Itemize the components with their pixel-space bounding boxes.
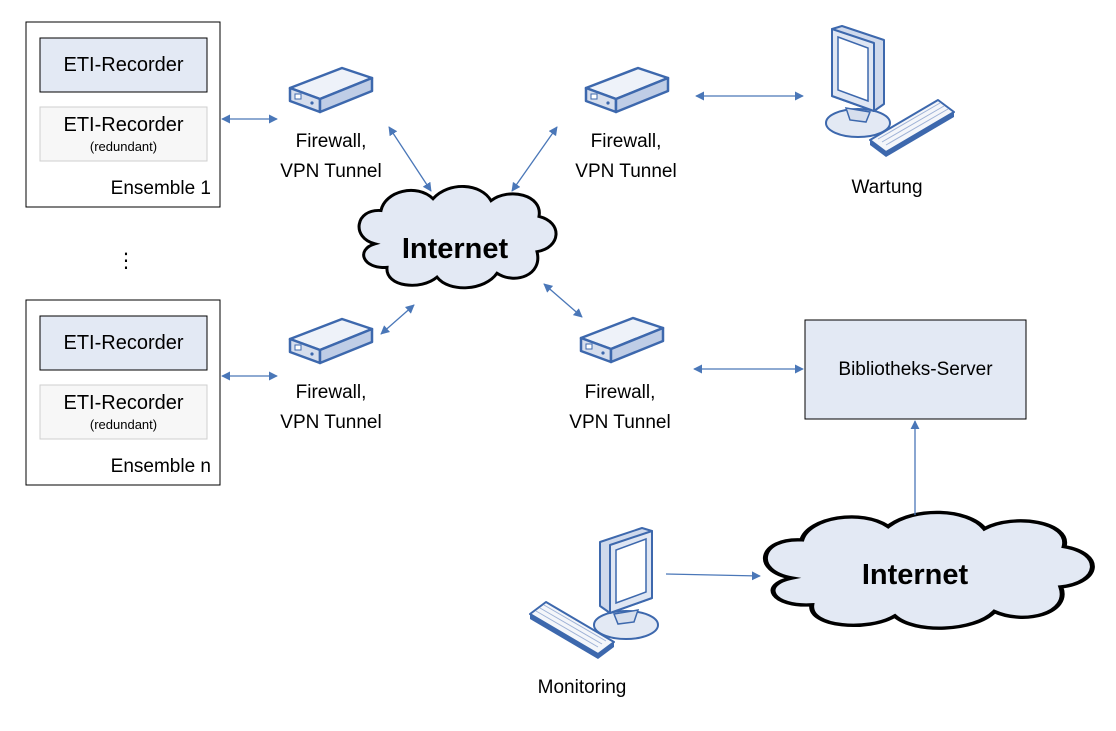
firewall-label-line1: Firewall,	[296, 131, 367, 152]
eti-recorder-box	[39, 37, 208, 93]
eti-recorder-redundant-box	[39, 106, 208, 162]
ensemble-name: Ensemble 1	[111, 178, 211, 199]
connector-arrow	[380, 304, 415, 335]
eti-recorder-redundant-label: ETI-Recorder	[63, 114, 183, 136]
eti-recorder-box	[39, 315, 208, 371]
server-label: Bibliotheks-Server	[838, 359, 993, 380]
ensemble-box-n: ETI-Recorder ETI-Recorder (redundant) En…	[25, 299, 221, 486]
workstation-label: Wartung	[851, 177, 922, 198]
firewall-icon	[288, 66, 374, 114]
connector-arrow	[543, 283, 583, 318]
internet-cloud-1: Internet	[357, 184, 558, 290]
ellipsis: ⋮	[116, 250, 136, 272]
eti-recorder-label: ETI-Recorder	[63, 332, 183, 354]
monitoring-workstation: Monitoring	[529, 527, 659, 698]
firewall-node-2: Firewall, VPN Tunnel	[575, 66, 677, 182]
connector-arrow	[665, 571, 761, 581]
ensemble-box-1: ETI-Recorder ETI-Recorder (redundant) En…	[25, 21, 221, 208]
internet-label: Internet	[862, 559, 969, 591]
internet-cloud-2: Internet	[765, 512, 1092, 628]
internet-label: Internet	[402, 233, 509, 265]
firewall-label-line2: VPN Tunnel	[575, 161, 676, 182]
firewall-icon	[584, 66, 670, 114]
firewall-label-line2: VPN Tunnel	[569, 412, 670, 433]
connector-arrow	[511, 126, 558, 192]
firewall-icon	[579, 316, 665, 364]
library-server: Bibliotheks-Server	[804, 319, 1027, 420]
eti-recorder-label: ETI-Recorder	[63, 54, 183, 76]
firewall-icon	[288, 317, 374, 365]
connections	[221, 91, 920, 581]
ensemble-name: Ensemble n	[111, 456, 211, 477]
computer-workstation-icon	[825, 25, 955, 158]
firewall-node-3: Firewall, VPN Tunnel	[280, 317, 382, 433]
firewall-node-1: Firewall, VPN Tunnel	[280, 66, 382, 182]
redundant-note: (redundant)	[90, 139, 157, 154]
eti-recorder-redundant-box	[39, 384, 208, 440]
firewall-label-line1: Firewall,	[296, 382, 367, 403]
eti-recorder-redundant-label: ETI-Recorder	[63, 392, 183, 414]
firewall-node-4: Firewall, VPN Tunnel	[569, 316, 671, 433]
firewall-label-line2: VPN Tunnel	[280, 161, 381, 182]
firewall-label-line1: Firewall,	[591, 131, 662, 152]
workstation-label: Monitoring	[538, 677, 627, 698]
connector-arrow	[388, 126, 432, 192]
firewall-label-line2: VPN Tunnel	[280, 412, 381, 433]
redundant-note: (redundant)	[90, 417, 157, 432]
firewall-label-line1: Firewall,	[585, 382, 656, 403]
wartung-workstation: Wartung	[825, 25, 955, 198]
computer-workstation-icon	[529, 527, 659, 660]
